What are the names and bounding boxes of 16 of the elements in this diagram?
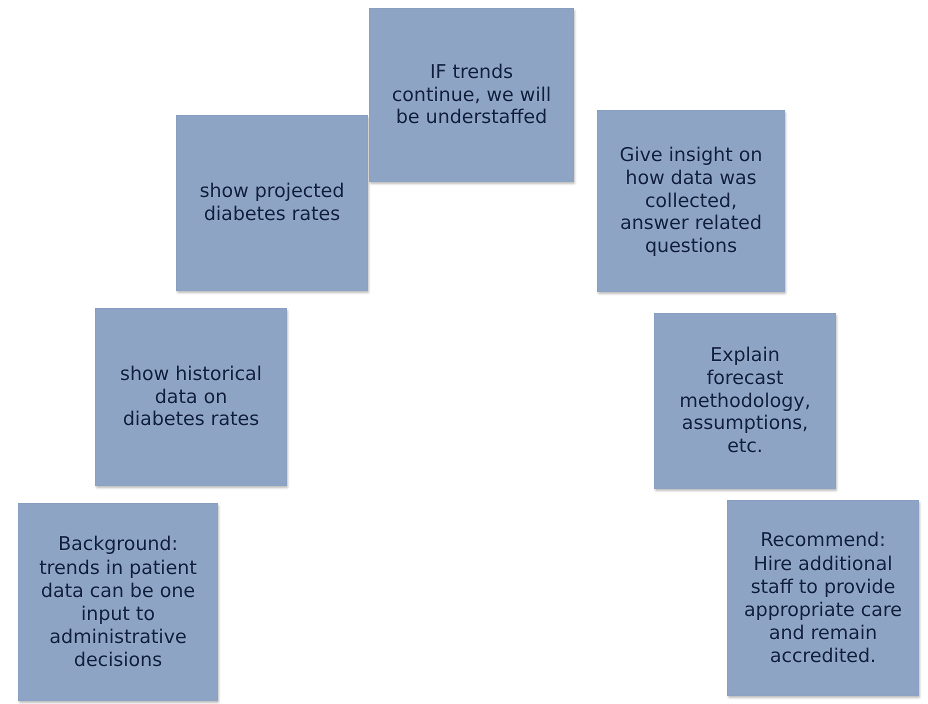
sticky-note xyxy=(369,8,574,182)
sticky-note xyxy=(18,503,218,701)
note-heading: Background: xyxy=(58,532,178,556)
note-text: IF trends continue, we will be understaffed xyxy=(390,60,552,130)
note-text: show projected diabetes rates xyxy=(198,180,346,226)
note-text: trends in patient data can be one input to administrative decisions xyxy=(38,557,198,672)
sticky-note xyxy=(597,110,785,292)
note-text: show historical data on diabetes rates xyxy=(119,362,263,432)
sticky-note xyxy=(95,308,287,486)
note-text: Give insight on how data was collected, answer related questions xyxy=(618,144,764,258)
note-text: Hire additional staff to provide appropriate care and remain accredited. xyxy=(743,553,903,668)
note-heading: Recommend: xyxy=(760,528,886,552)
sticky-note xyxy=(176,115,368,291)
sticky-note xyxy=(727,500,919,696)
sticky-note xyxy=(654,313,836,489)
note-text: Explain forecast methodology, assumptions, etc. xyxy=(678,344,812,458)
